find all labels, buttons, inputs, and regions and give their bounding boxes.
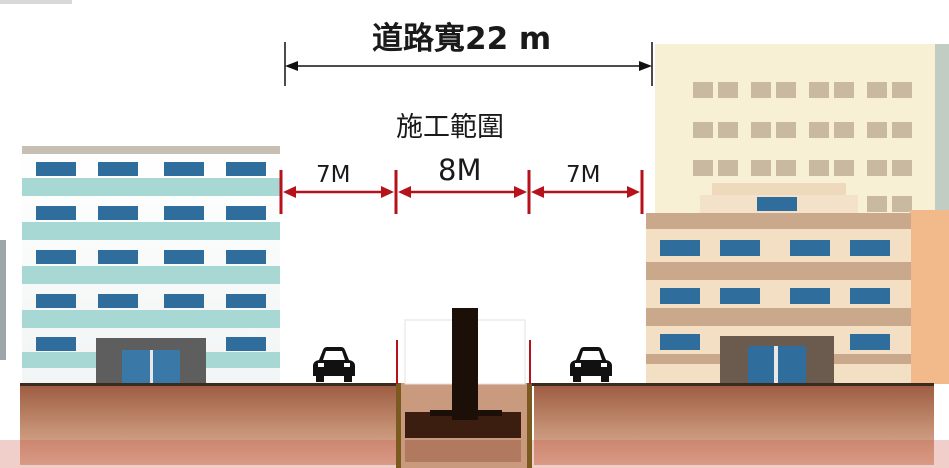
road-width-dimension <box>284 42 653 86</box>
front-building-right <box>646 183 949 385</box>
segment-label-right: 7M <box>566 162 601 188</box>
road-width-title: 道路寬22 m <box>372 21 552 57</box>
segment-label-left: 7M <box>316 162 351 188</box>
construction-area-label: 施工範圍 <box>396 112 504 143</box>
left-edge-strip <box>0 240 6 360</box>
left-work-boundary <box>396 340 398 384</box>
car-icon <box>570 347 612 382</box>
car-icon <box>313 347 355 382</box>
construction-pile <box>404 308 526 420</box>
left-building <box>22 146 280 384</box>
back-building-windows <box>693 82 912 212</box>
front-building-windows <box>660 240 890 350</box>
segment-label-middle: 8M <box>438 153 482 187</box>
left-building-windows <box>36 162 266 351</box>
right-work-boundary <box>529 340 531 384</box>
segment-dimensions <box>279 170 644 214</box>
ground <box>0 383 949 468</box>
tab-fragment <box>0 0 72 4</box>
